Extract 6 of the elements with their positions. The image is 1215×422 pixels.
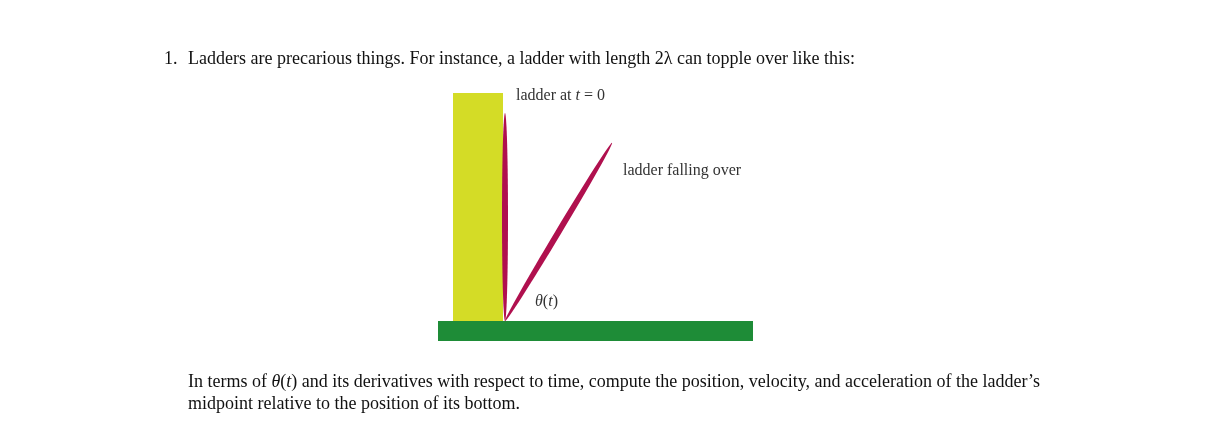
ladder-label: ladder at t = 0: [516, 85, 606, 105]
ladder-label: ladder falling over: [623, 160, 743, 181]
angle-label: θ(t): [535, 291, 559, 312]
question-text: In terms of θ(t) and its derivatives with respect to time, compute the position, velocity, and acceleration of the ladder’s midpoint relative to the position of its bottom.: [188, 370, 1042, 414]
item-number: 1.: [164, 47, 178, 69]
problem-statement: Ladders are precarious things. For instance, a ladder with length 2λ can topple over like this:: [188, 47, 857, 69]
